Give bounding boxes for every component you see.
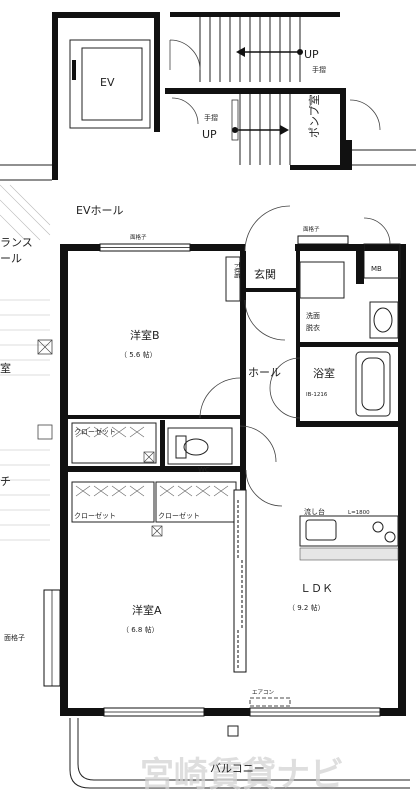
- wall: [295, 244, 405, 251]
- bathtub: [355, 351, 391, 417]
- stove-burner: [372, 521, 384, 533]
- sliding-door: [233, 489, 247, 673]
- entrance-hall-label-2: ール: [0, 252, 22, 265]
- bathtub-inner: [361, 357, 385, 411]
- entrance-hall-label-1: ランス: [0, 236, 33, 249]
- wall: [346, 140, 352, 170]
- elevator-shaft: [69, 39, 151, 129]
- closet-b-label: クローゼット: [74, 427, 116, 436]
- watermark: 宮崎賃貸ナビ: [140, 755, 344, 795]
- room-b-size: （ 5.6 帖）: [120, 350, 157, 359]
- washbasin: [369, 301, 399, 339]
- door-swing: [199, 377, 241, 419]
- staircase-mid: [231, 94, 291, 165]
- closet-a-left-label: クローゼット: [74, 511, 116, 520]
- closet-b: [71, 422, 157, 464]
- wall: [154, 12, 160, 132]
- wall: [160, 420, 165, 466]
- wall: [340, 88, 346, 168]
- wall: [52, 12, 58, 180]
- door-swing: [349, 99, 381, 131]
- wall: [356, 244, 364, 284]
- wall: [240, 251, 246, 671]
- balcony-label: バルコニー: [210, 762, 265, 775]
- washroom-label-2: 脱衣: [306, 323, 320, 332]
- toilet-tank: [175, 435, 187, 459]
- door-swing: [363, 217, 391, 245]
- ev-label: EV: [100, 76, 115, 89]
- aircon-unit: [249, 697, 291, 707]
- wall: [68, 415, 240, 419]
- outline: [0, 164, 52, 181]
- door-swing: [169, 39, 201, 71]
- stairs-up-label-mid: UP: [202, 128, 217, 141]
- wall: [296, 251, 300, 421]
- closet-a-right-label: クローゼット: [158, 511, 200, 520]
- handrail-label-top: 手摺: [312, 65, 326, 74]
- kitchen-counter: [299, 515, 399, 547]
- wall: [246, 288, 296, 292]
- wall: [170, 12, 340, 17]
- wall: [290, 165, 350, 170]
- left-partial-label: チ: [0, 475, 11, 488]
- grille-label-top-left: 面格子: [130, 233, 147, 241]
- wall: [72, 60, 76, 80]
- handrail-label-mid: 手摺: [204, 113, 218, 122]
- ev-hall-label: EVホール: [76, 204, 123, 217]
- laundry-space: [299, 261, 345, 299]
- wall: [52, 12, 160, 18]
- balcony-outline: [69, 718, 410, 789]
- wall: [398, 244, 406, 714]
- room-a-label: 洋室A: [132, 603, 162, 617]
- ldk-size: （ 9.2 帖）: [288, 603, 325, 612]
- wall: [60, 244, 68, 714]
- room-a-size: （ 6.8 帖）: [122, 625, 159, 634]
- closet-a-right: [151, 481, 237, 537]
- staircase-top: [199, 17, 303, 82]
- stove-burner: [384, 531, 396, 543]
- left-room-partial-label: 室: [0, 361, 11, 375]
- kitchen-sink: [305, 519, 337, 541]
- wall: [60, 708, 406, 716]
- shoe-cabinet: [225, 256, 241, 302]
- bath-size-label: IB-1216: [306, 392, 328, 398]
- door-swing: [171, 97, 199, 125]
- wall: [300, 342, 398, 347]
- grille-label-top-right: 面格子: [303, 225, 320, 233]
- ldk-label: ＬＤＫ: [300, 582, 333, 595]
- toilet-bowl: [183, 438, 209, 456]
- toilet-room-outline: [167, 427, 233, 465]
- door-swing: [269, 357, 301, 419]
- hall-label: ホール: [248, 366, 281, 379]
- sink-label: 流し台: [304, 507, 325, 516]
- wall: [68, 466, 240, 472]
- closet-a-left: [71, 481, 155, 523]
- room-b-label: 洋室B: [130, 328, 160, 342]
- genkan-label: 玄関: [254, 267, 276, 281]
- washroom-label-1: 洗面: [306, 311, 320, 320]
- door-swing: [245, 469, 283, 507]
- wall: [296, 421, 406, 427]
- door-swing: [239, 425, 277, 463]
- aircon-label: エアコン: [252, 689, 275, 696]
- mb-label: MB: [371, 265, 382, 273]
- entrance-door-swing: [244, 205, 291, 252]
- elevator-cab: [81, 47, 143, 121]
- bath-label: 浴室: [313, 366, 335, 380]
- washbasin-bowl: [373, 307, 393, 333]
- wall: [165, 88, 345, 94]
- left-corridor: [0, 184, 53, 541]
- kitchen-shelf: [299, 547, 399, 561]
- outline: [352, 149, 416, 166]
- shoe-cabinet-label: 下駄箱: [233, 262, 241, 279]
- door-swing: [244, 299, 286, 341]
- window: [297, 235, 349, 245]
- stairs-up-label-top: UP: [304, 48, 319, 61]
- sink-length-label: L=1800: [348, 510, 370, 516]
- grille-label-left: 面格子: [4, 633, 25, 642]
- wc-label: WC: [198, 466, 210, 474]
- pump-room-label: ポンプ室: [307, 94, 321, 138]
